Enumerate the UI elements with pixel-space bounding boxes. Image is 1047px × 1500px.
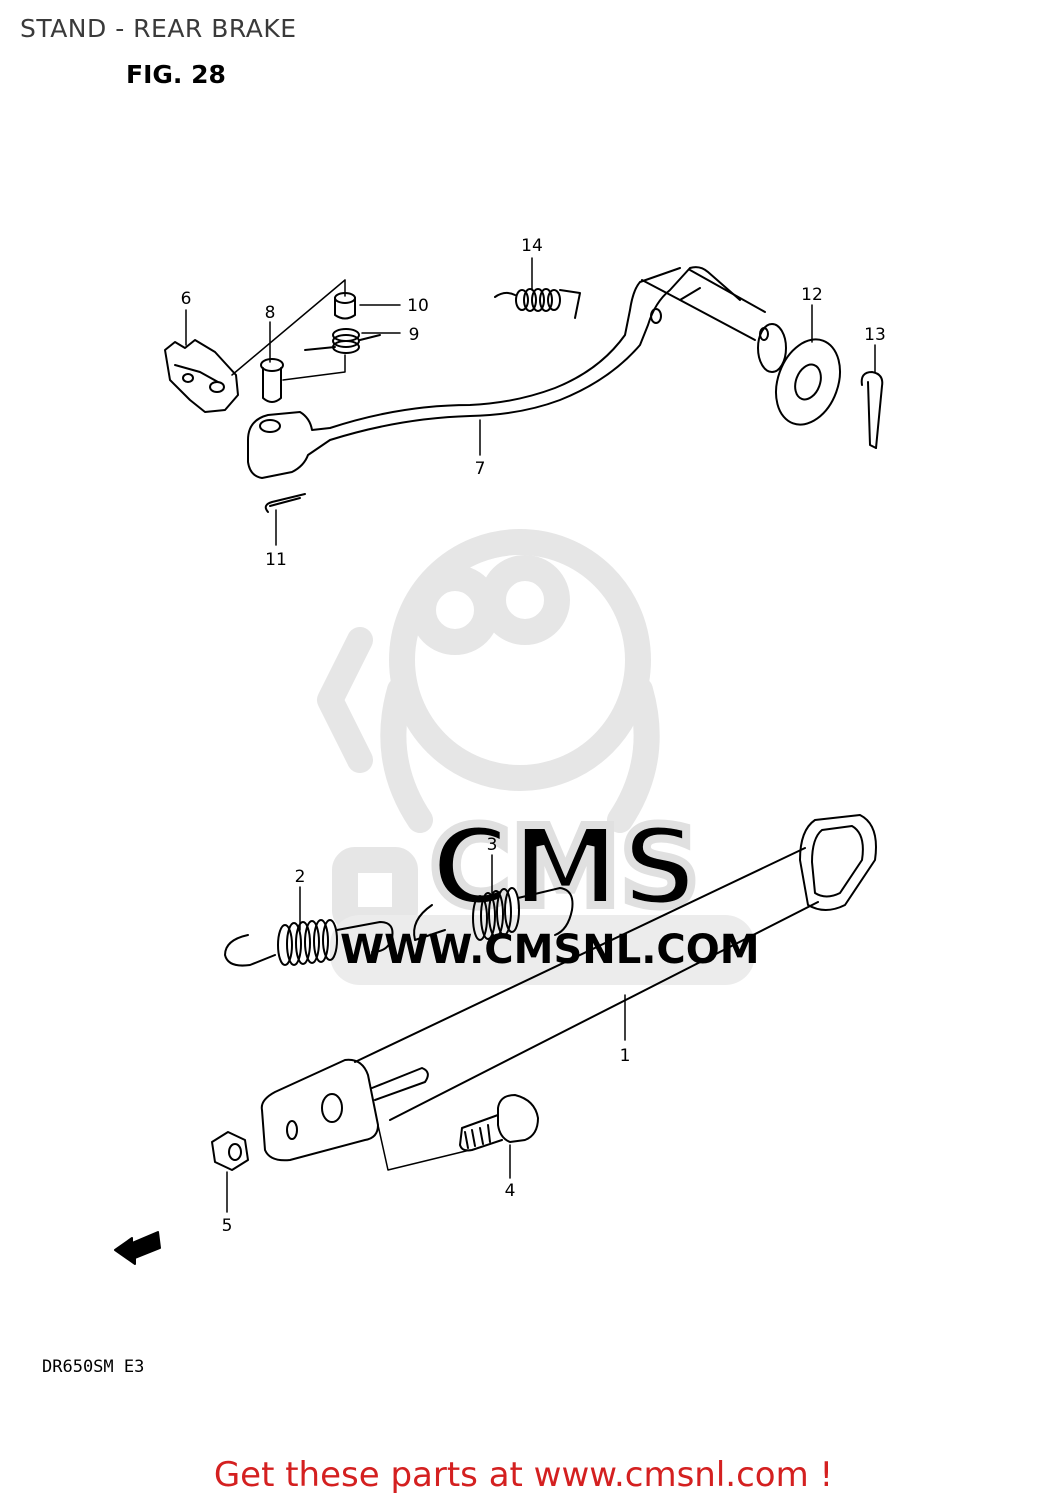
callout-2: 2 — [295, 867, 306, 887]
washer-12 — [775, 338, 841, 426]
footer-link[interactable]: Get these parts at www.cmsnl.com ! — [213, 1455, 834, 1495]
brake-pedal — [247, 266, 787, 479]
watermark-logo — [317, 529, 660, 933]
callout-11: 11 — [265, 550, 287, 570]
callout-10: 10 — [407, 296, 429, 316]
callout-3: 3 — [487, 835, 498, 855]
callout-4: 4 — [505, 1181, 516, 1201]
callout-14: 14 — [521, 236, 543, 256]
cotter-pin-11 — [264, 493, 306, 513]
callout-7: 7 — [475, 459, 486, 479]
callout-6: 6 — [181, 289, 192, 309]
figure-label: FIG. 28 — [126, 60, 226, 89]
cotter-pin-13 — [860, 371, 884, 449]
page-title: STAND - REAR BRAKE — [20, 14, 297, 43]
spring-3 — [413, 887, 574, 941]
pin-8 — [260, 358, 284, 403]
nut-5 — [211, 1131, 249, 1171]
callout-5: 5 — [222, 1216, 233, 1236]
callout-9: 9 — [409, 325, 420, 345]
collar-10 — [334, 292, 356, 320]
callout-1: 1 — [620, 1046, 631, 1066]
callout-12: 12 — [801, 285, 823, 305]
pedal-tip — [164, 339, 239, 413]
front-arrow-icon — [114, 1231, 161, 1265]
leader-lines — [185, 257, 876, 1213]
bolt-4 — [459, 1094, 539, 1152]
spring-9 — [304, 328, 381, 354]
spring-2 — [224, 919, 394, 967]
callout-labels: 1 2 3 4 5 6 7 8 9 10 11 12 13 14 — [181, 236, 886, 1236]
model-code: DR650SM E3 — [42, 1357, 145, 1377]
callout-8: 8 — [265, 303, 276, 323]
watermark-url: WWW.CMSNL.COM — [340, 927, 760, 973]
watermark-logo-text: CMS — [430, 803, 699, 931]
spring-14 — [494, 288, 581, 319]
callout-13: 13 — [864, 325, 886, 345]
